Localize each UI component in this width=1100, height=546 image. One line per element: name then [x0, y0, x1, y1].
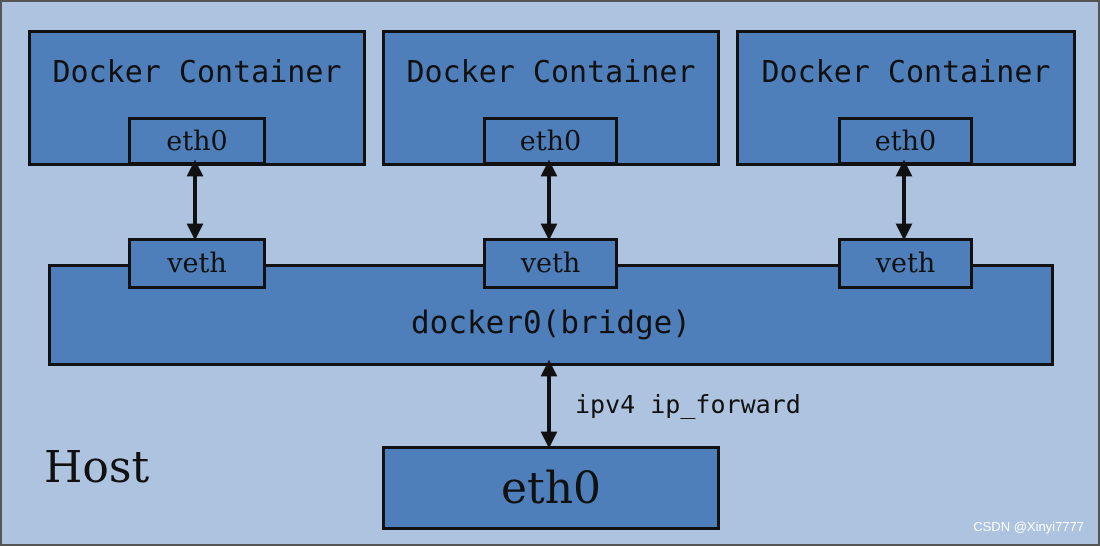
container-title: Docker Container	[761, 55, 1051, 90]
veth-3: veth	[838, 238, 973, 289]
container-2-eth0: eth0	[483, 117, 618, 165]
ip-forward-label: ipv4 ip_forward	[575, 390, 801, 419]
container-title: Docker Container	[52, 55, 342, 90]
watermark-text: CSDN @Xinyi7777	[973, 519, 1084, 534]
container-3-eth0: eth0	[838, 117, 973, 165]
veth-1: veth	[128, 238, 266, 289]
bridge-label: docker0(bridge)	[411, 305, 691, 341]
container-title: Docker Container	[406, 55, 696, 90]
container-1-eth0: eth0	[128, 117, 266, 165]
host-label: Host	[44, 442, 150, 493]
host-eth0: eth0	[382, 446, 720, 530]
veth-2: veth	[483, 238, 618, 289]
